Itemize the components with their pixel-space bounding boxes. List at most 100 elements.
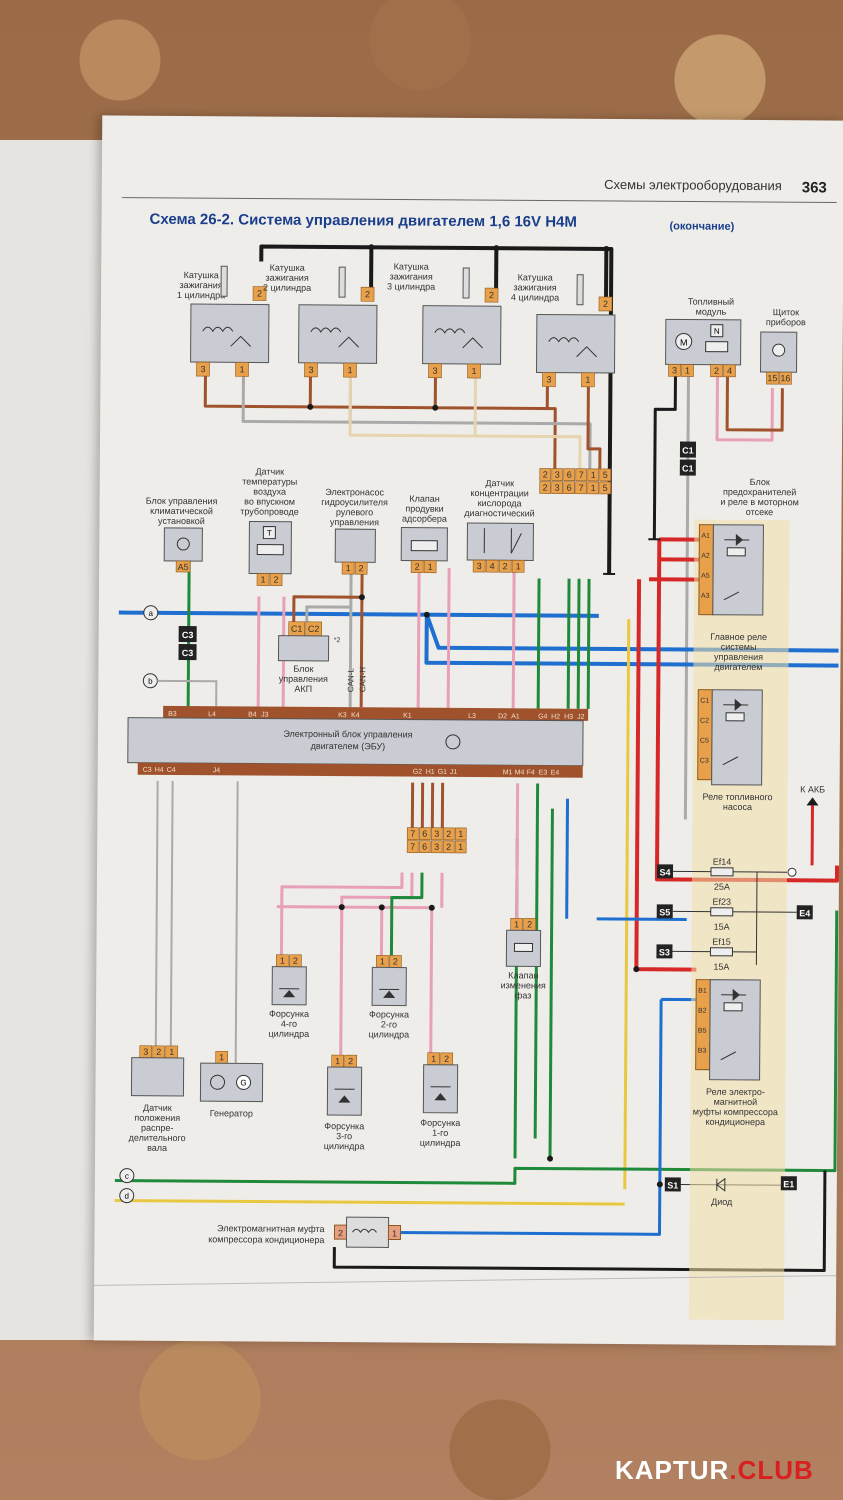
svg-text:S4: S4 <box>659 867 670 877</box>
svg-text:системы: системы <box>721 642 757 652</box>
svg-text:3: 3 <box>200 364 205 374</box>
svg-text:делительного: делительного <box>129 1133 186 1143</box>
svg-text:2: 2 <box>156 1047 161 1057</box>
coil-transistor-icon <box>310 327 360 348</box>
svg-text:цилиндра: цилиндра <box>268 1029 309 1039</box>
solenoid-valve-icon <box>410 540 438 552</box>
svg-text:C3: C3 <box>182 630 194 640</box>
wire-black-coil <box>369 247 609 304</box>
svg-text:15A: 15A <box>713 962 729 972</box>
book-page: Схемы электрооборудования 363 Схема 26-2… <box>93 115 843 1346</box>
svg-text:3: 3 <box>546 375 551 385</box>
connector-pin-label: 6 <box>567 470 572 480</box>
site-watermark: KAPTUR.CLUB <box>615 1455 814 1485</box>
marker-b: b <box>142 673 218 707</box>
relay-pin: B5 <box>698 1028 707 1035</box>
svg-text:компрессора кондиционера: компрессора кондиционера <box>208 1234 324 1245</box>
relay-pin: C5 <box>700 738 709 745</box>
svg-text:установкой: установкой <box>158 516 205 526</box>
svg-text:Форсунка: Форсунка <box>324 1121 364 1131</box>
svg-text:цилиндра: цилиндра <box>324 1141 365 1151</box>
relay-pin: C3 <box>700 758 709 765</box>
connector-pin <box>563 468 576 482</box>
svg-text:3 цилиндра: 3 цилиндра <box>387 281 435 291</box>
relay-pin: B3 <box>698 1048 707 1055</box>
svg-text:4: 4 <box>490 561 495 571</box>
svg-text:C1: C1 <box>682 445 694 455</box>
svg-text:3-го: 3-го <box>336 1131 352 1141</box>
svg-text:кислорода: кислорода <box>478 498 522 508</box>
wire-gray-fuelmod <box>683 374 690 820</box>
connector-pin <box>418 827 431 841</box>
fuel-module: Топливный модуль M N 3 1 2 4 <box>665 297 742 378</box>
coil-transistor-icon <box>548 337 597 358</box>
svg-text:фаз: фаз <box>515 990 532 1000</box>
svg-text:Катушка: Катушка <box>518 272 553 282</box>
svg-text:продувки: продувки <box>405 504 443 514</box>
svg-text:цилиндра: цилиндра <box>420 1138 461 1148</box>
svg-text:Датчик: Датчик <box>143 1103 172 1113</box>
svg-text:2: 2 <box>274 575 279 585</box>
junction-dots <box>307 244 663 1188</box>
svg-text:Главное реле: Главное реле <box>710 632 767 642</box>
svg-text:Топливный: Топливный <box>688 297 734 307</box>
diode-icon <box>721 988 747 1001</box>
svg-text:16: 16 <box>780 373 790 383</box>
connector-pin <box>406 840 419 853</box>
svg-text:кондиционера: кондиционера <box>706 1117 766 1127</box>
connector-pin <box>442 827 455 841</box>
svg-text:двигателем (ЭБУ): двигателем (ЭБУ) <box>311 741 386 752</box>
ecu-pin: K3 <box>338 712 347 719</box>
wiring-diagram: Схемы электрооборудования 363 Схема 26-2… <box>94 177 840 1321</box>
connector-pin <box>539 468 552 481</box>
connector-pin-label: 3 <box>434 842 439 852</box>
svg-text:Датчик: Датчик <box>485 478 514 488</box>
svg-text:адсорбера: адсорбера <box>402 514 447 524</box>
connector-pin-label: 1 <box>458 829 463 839</box>
svg-text:1: 1 <box>471 366 476 376</box>
connector-pin-label: 6 <box>567 483 572 493</box>
svg-text:1: 1 <box>431 1054 436 1064</box>
connector-pin <box>539 481 552 494</box>
connector-pin-label: 2 <box>543 483 548 493</box>
ecu-pin: G1 <box>438 769 447 776</box>
svg-text:1: 1 <box>585 375 590 385</box>
svg-text:25A: 25A <box>714 882 730 892</box>
ecu-pin: D2 <box>498 713 507 720</box>
ac-compressor-clutch: Электромагнитная муфта компрессора конди… <box>208 1216 402 1248</box>
connector-pin-label: 1 <box>591 470 596 480</box>
svg-text:S5: S5 <box>659 907 670 917</box>
can-l-label: CAN-L <box>346 668 355 693</box>
connector-pin-label: 5 <box>603 483 608 493</box>
svg-text:Электронный блок управления: Электронный блок управления <box>283 729 412 740</box>
svg-text:C1: C1 <box>291 624 303 634</box>
connector-pin <box>599 468 612 482</box>
ecu-pin: C3 <box>143 767 152 774</box>
ignition-coil-3: Катушка зажигания 3 цилиндра 2 3 1 <box>387 261 502 379</box>
svg-text:Электронасос: Электронасос <box>325 487 384 497</box>
power-steering-pump: Электронасос гидроусилителя рулевого упр… <box>321 487 388 575</box>
ecu-pin: E4 <box>551 770 560 777</box>
connector-pin-label: 6 <box>422 829 427 839</box>
svg-text:и реле в моторном: и реле в моторном <box>720 497 799 508</box>
ecu-pin: J3 <box>261 712 269 719</box>
svg-text:АКП: АКП <box>294 684 312 694</box>
svg-text:1: 1 <box>239 364 244 374</box>
arrow-up-icon <box>806 797 819 806</box>
svg-text:концентрации: концентрации <box>470 488 528 498</box>
ecu-pin: E3 <box>539 769 548 776</box>
svg-text:1: 1 <box>514 919 519 929</box>
svg-text:предохранителей: предохранителей <box>723 487 796 498</box>
svg-text:3: 3 <box>672 365 677 375</box>
ecu-pin: H4 <box>155 767 164 774</box>
svg-text:1: 1 <box>392 1228 397 1238</box>
svg-text:1: 1 <box>335 1056 340 1066</box>
connector-pin-label: 2 <box>446 842 451 852</box>
svg-text:модуль: модуль <box>696 307 727 317</box>
diode-icon <box>716 1177 726 1192</box>
svg-text:3: 3 <box>432 366 437 376</box>
